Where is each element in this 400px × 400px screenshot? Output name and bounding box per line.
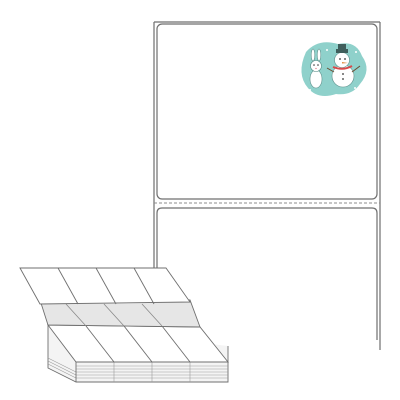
stack-upper-strip	[19, 267, 191, 305]
stack-top-labels	[47, 324, 229, 363]
label-second	[156, 207, 378, 340]
stack-rising-fold	[39, 299, 201, 328]
fanfold-label-stack	[19, 267, 229, 383]
rabbit-and-snowman-icon	[301, 42, 367, 96]
